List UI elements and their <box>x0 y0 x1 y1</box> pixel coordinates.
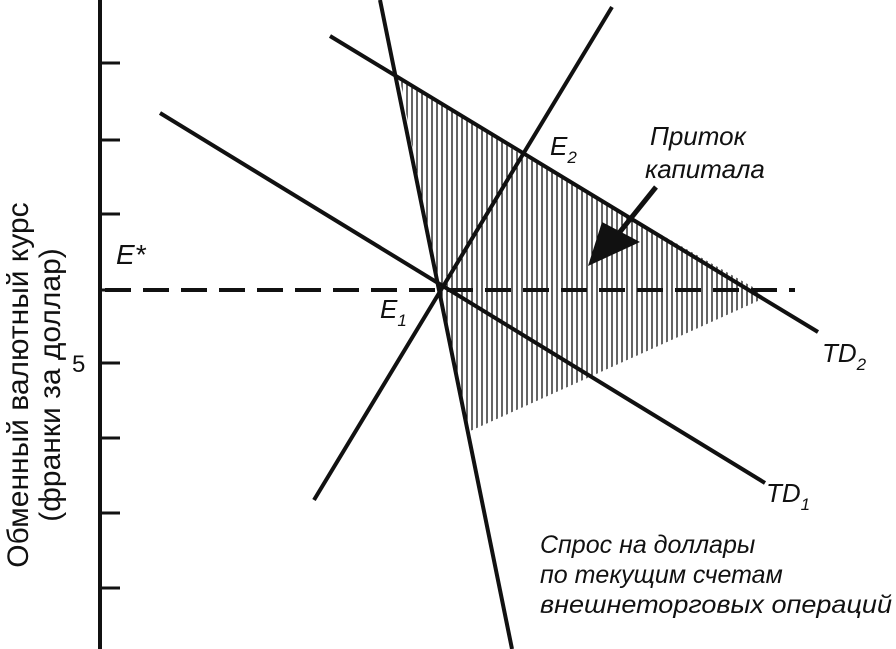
label-td1-main: TD <box>766 478 801 508</box>
current-account-demand-line <box>378 0 514 649</box>
label-td1-subscript: 1 <box>801 495 810 514</box>
label-td2: TD2 <box>822 338 867 374</box>
label-e2-main: E <box>550 131 568 161</box>
capital-inflow-arrow-shaft <box>613 185 658 240</box>
y-axis-title: Обменный валютный курс (франки за доллар… <box>2 202 67 567</box>
label-e1: E1 <box>380 294 407 330</box>
label-td2-main: TD <box>822 338 857 368</box>
td1-line <box>158 111 767 485</box>
label-e1-subscript: 1 <box>397 311 406 330</box>
label-demand-line2: по текущим счетам <box>540 561 783 589</box>
label-capital-inflow-line1: Приток <box>650 121 748 151</box>
label-td2-subscript: 2 <box>856 355 867 374</box>
label-e-star: E* <box>116 239 147 270</box>
td2-line <box>328 34 820 334</box>
label-e1-main: E <box>380 294 398 324</box>
y-tick-label-5: 5 <box>72 351 85 378</box>
label-demand-line1: Спрос на доллары <box>540 531 755 559</box>
label-capital-inflow-line2: капитала <box>645 154 765 184</box>
y-axis-title-line1: Обменный валютный курс <box>2 202 35 567</box>
label-e2-subscript: 2 <box>566 148 577 167</box>
capital-inflow-shaded-region <box>400 78 760 432</box>
label-e2: E2 <box>550 131 577 167</box>
y-axis-ticks <box>100 61 120 590</box>
y-axis-title-line2: (франки за доллар) <box>34 248 67 522</box>
label-td1: TD1 <box>766 478 810 514</box>
label-demand-line3: внешнеторговых операций <box>540 591 892 619</box>
capital-inflow-arrowhead <box>588 222 640 266</box>
supply-line <box>312 5 614 502</box>
